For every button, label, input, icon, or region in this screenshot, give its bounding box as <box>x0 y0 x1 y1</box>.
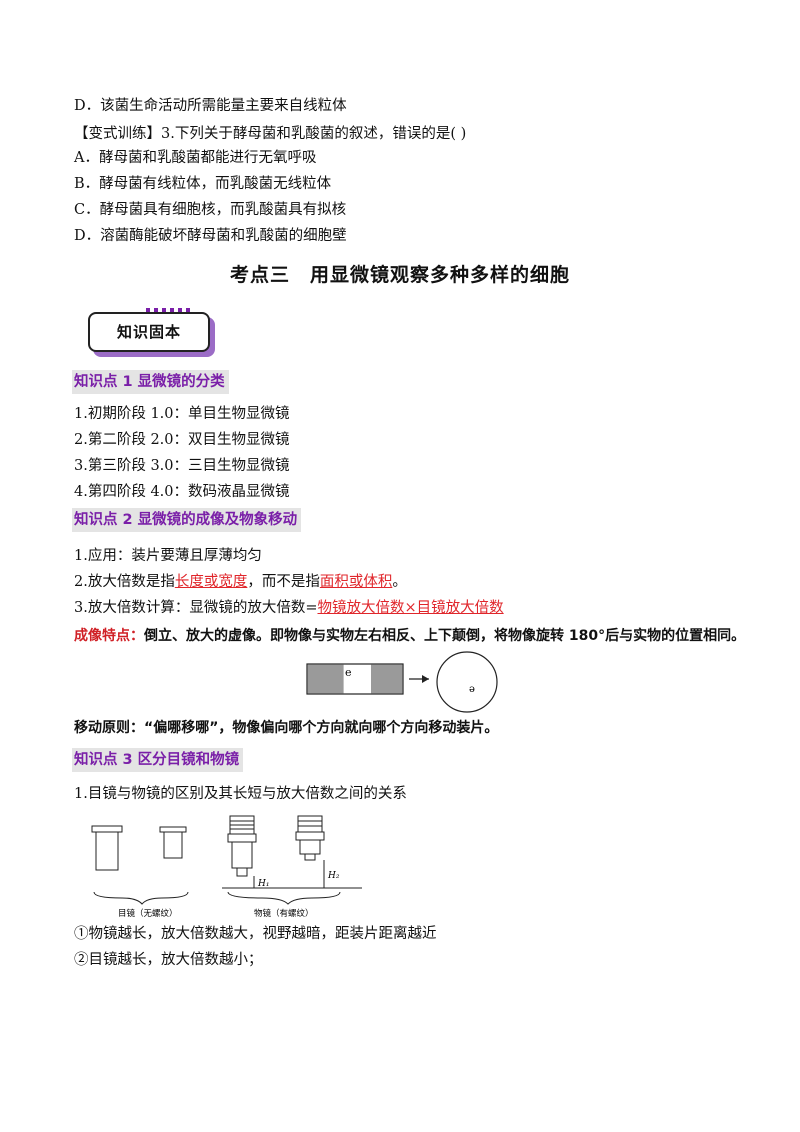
kp2-item-2: 2.放大倍数是指长度或宽度，而不是指面积或体积。 <box>74 574 407 590</box>
imaging-feature: 成像特点：倒立、放大的虚像。即物像与实物左右相反、上下颠倒，将物像旋转 180°… <box>74 628 746 644</box>
slide-letter: e <box>345 666 352 679</box>
lens-comparison-figure: H₁ H₂ 目镜（无螺纹） 物镜（有螺纹） <box>91 815 362 919</box>
variant-question: 【变式训练】3.下列关于酵母菌和乳酸菌的叙述，错误的是( ) <box>74 126 467 142</box>
h2-label: H₂ <box>327 871 340 881</box>
kp3-item-1: 1.目镜与物镜的区别及其长短与放大倍数之间的关系 <box>74 786 407 802</box>
move-principle: 移动原则：“偏哪移哪”，物像偏向哪个方向就向哪个方向移动装片。 <box>74 720 499 736</box>
kp1-item-3: 3.第三阶段 3.0：三目生物显微镜 <box>74 458 290 474</box>
section-title: 考点三 用显微镜观察多种多样的细胞 <box>229 264 570 286</box>
kp1-heading: 知识点 1 显微镜的分类 <box>72 370 229 394</box>
kp1-item-1: 1.初期阶段 1.0：单目生物显微镜 <box>74 406 290 422</box>
kp1-item-4: 4.第四阶段 4.0：数码液晶显微镜 <box>74 484 290 500</box>
kp3-heading: 知识点 3 区分目镜和物镜 <box>72 748 244 772</box>
option-d-line: D．该菌生命活动所需能量主要来自线粒体 <box>74 98 347 114</box>
badge-label: 知识固本 <box>116 323 181 341</box>
kp2-item-1: 1.应用：装片要薄且厚薄均匀 <box>74 548 262 564</box>
image-letter: ə <box>469 684 475 695</box>
option-b: B．酵母菌有线粒体，而乳酸菌无线粒体 <box>74 176 332 192</box>
objective-label: 物镜（有螺纹） <box>254 908 314 919</box>
slide-image-figure: e ə <box>306 651 498 713</box>
kp2-item-3: 3.放大倍数计算：显微镜的放大倍数=物镜放大倍数×目镜放大倍数 <box>74 600 504 616</box>
arrow-right-icon <box>422 675 429 683</box>
h1-label: H₁ <box>257 879 269 889</box>
option-d2: D．溶菌酶能破坏酵母菌和乳酸菌的细胞壁 <box>74 228 347 244</box>
eyepiece-label: 目镜（无螺纹） <box>118 908 178 919</box>
option-c: C．酵母菌具有细胞核，而乳酸菌具有拟核 <box>74 202 347 218</box>
kp3-note-2: ②目镜越长，放大倍数越小； <box>74 952 263 968</box>
kp2-heading: 知识点 2 显微镜的成像及物象移动 <box>72 508 302 532</box>
option-a: A．酵母菌和乳酸菌都能进行无氧呼吸 <box>74 150 317 166</box>
kp3-note-1: ①物镜越长，放大倍数越大，视野越暗，距装片距离越近 <box>74 926 437 942</box>
kp1-item-2: 2.第二阶段 2.0：双目生物显微镜 <box>74 432 290 448</box>
knowledge-badge: 知识固本 <box>84 306 216 354</box>
